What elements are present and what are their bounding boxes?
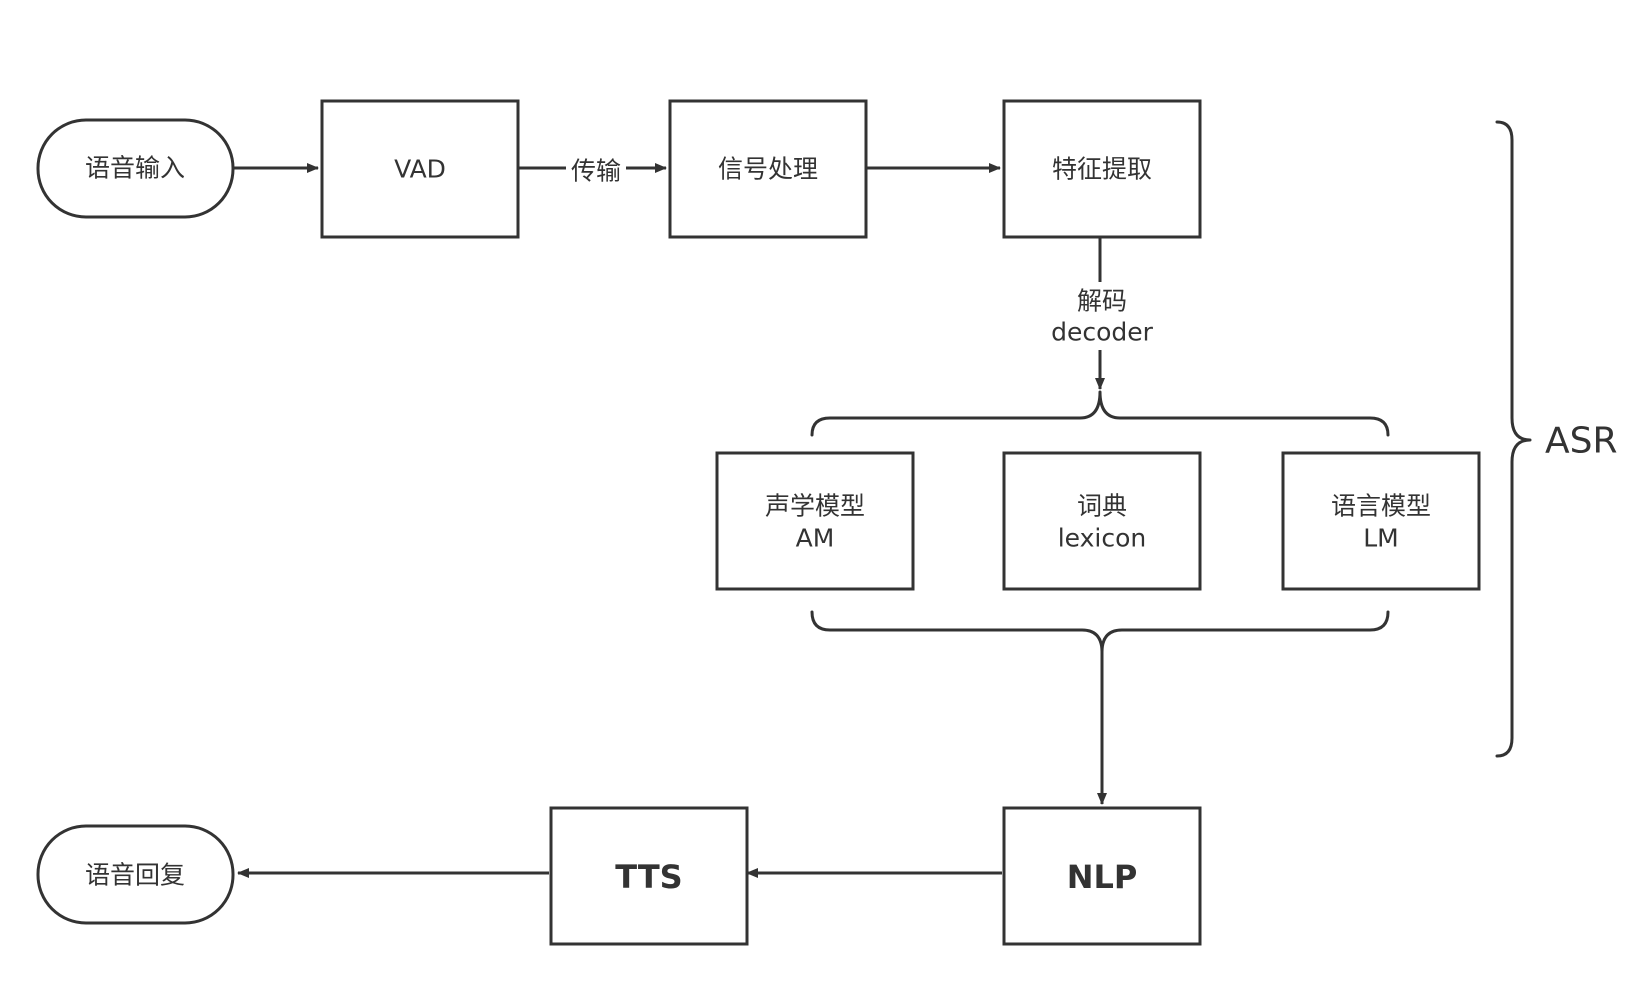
node-feature-extraction[interactable]: 特征提取 <box>1002 99 1202 239</box>
asr-group-label: ASR <box>1545 421 1618 462</box>
node-nlp[interactable]: NLP <box>1002 806 1202 946</box>
acoustic-model-label: 声学模型 <box>765 492 865 521</box>
speech-input-label: 语音输入 <box>85 154 185 183</box>
node-vad[interactable]: VAD <box>320 99 520 239</box>
node-tts[interactable]: TTS <box>549 806 749 946</box>
nlp-label: NLP <box>1067 858 1138 896</box>
transmission-edge-label: 传输 <box>571 157 621 186</box>
brace-top-models <box>810 390 1390 437</box>
decode-edge-label: 解码 <box>1077 287 1127 316</box>
language-model-label: 语言模型 <box>1331 492 1431 521</box>
brace-asr <box>1495 120 1532 758</box>
braces <box>810 120 1532 758</box>
decoder-edge-label: decoder <box>1051 318 1154 347</box>
node-language-model[interactable]: 语言模型 LM <box>1281 451 1481 591</box>
node-signal-processing[interactable]: 信号处理 <box>668 99 868 239</box>
node-lexicon[interactable]: 词典 lexicon <box>1002 451 1202 591</box>
terminal-speech-reply[interactable]: 语音回复 <box>36 824 235 925</box>
vad-label: VAD <box>394 155 446 184</box>
lexicon-abbr: lexicon <box>1058 524 1147 553</box>
terminal-speech-input[interactable]: 语音输入 <box>36 118 235 219</box>
speech-reply-label: 语音回复 <box>85 861 185 890</box>
lexicon-label: 词典 <box>1077 492 1127 521</box>
language-model-abbr: LM <box>1363 524 1399 553</box>
node-acoustic-model[interactable]: 声学模型 AM <box>715 451 915 591</box>
connectors <box>233 163 1107 878</box>
brace-bottom-models <box>810 610 1390 654</box>
signal-processing-label: 信号处理 <box>718 155 818 184</box>
acoustic-model-abbr: AM <box>796 524 835 553</box>
tts-label: TTS <box>615 858 682 896</box>
feature-extraction-label: 特征提取 <box>1052 155 1152 184</box>
